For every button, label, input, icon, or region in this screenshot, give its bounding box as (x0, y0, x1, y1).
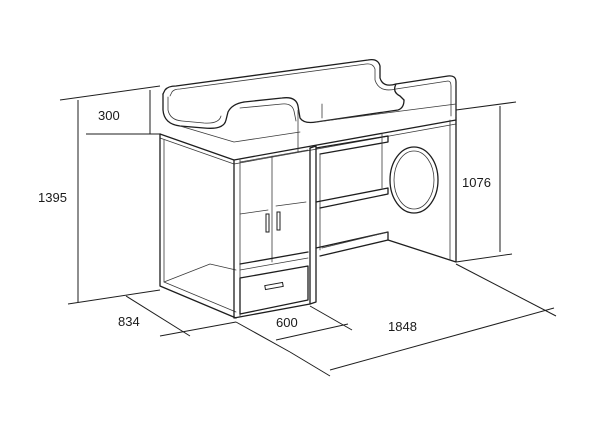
cabinet (233, 145, 317, 319)
round-porthole-icon (389, 146, 439, 214)
open-shelves (315, 133, 389, 257)
dim-headboard-height: 300 (98, 108, 120, 123)
drawer-handle-icon (264, 281, 284, 291)
right-end-panel (387, 117, 457, 263)
dim-depth: 834 (118, 314, 140, 329)
dim-cabinet-width: 600 (276, 315, 298, 330)
dimension-lines (59, 85, 557, 377)
dim-total-length: 1848 (388, 319, 417, 334)
dim-total-height: 1395 (38, 190, 67, 205)
bed-top-frame (159, 58, 457, 165)
right-door-handle-icon (276, 211, 281, 231)
left-end-panel (159, 133, 237, 319)
dim-platform-height: 1076 (462, 175, 491, 190)
left-door-handle-icon (265, 213, 270, 233)
